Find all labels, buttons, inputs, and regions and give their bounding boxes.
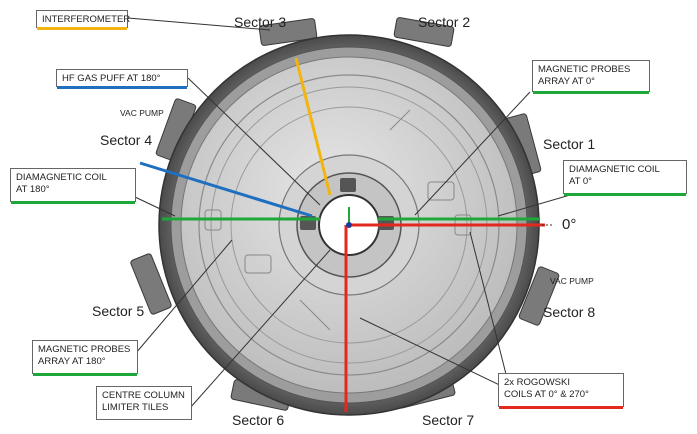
lid-details	[204, 109, 472, 331]
sector-5-label: Sector 5	[92, 303, 145, 319]
port-sector-5	[130, 253, 172, 315]
gas-puff-line	[139, 161, 313, 218]
centre-column-line2: LIMITER TILES	[102, 402, 169, 413]
gas-puff-underline	[57, 86, 187, 89]
sector-1-label: Sector 1	[543, 136, 596, 152]
diamag-0-underline	[564, 193, 686, 196]
port-sector-8	[518, 266, 560, 326]
rogowski-callout: 2x ROGOWSKI COILS AT 0° & 270°	[498, 373, 624, 409]
mag-probes-180-line2: ARRAY AT 180°	[38, 356, 106, 367]
sector-7-label: Sector 7	[422, 412, 475, 428]
diamag-180-line1: DIAMAGNETIC COIL	[16, 172, 107, 183]
leader-lines	[127, 17, 571, 409]
interferometer-underline	[37, 27, 127, 30]
diamag-0-callout: DIAMAGNETIC COIL AT 0°	[563, 160, 687, 196]
mag-probes-180-underline	[33, 373, 137, 376]
interferometer-text: INTERFEROMETER	[42, 14, 131, 25]
sector-4-label: Sector 4	[100, 132, 153, 148]
sector-6-label: Sector 6	[232, 412, 285, 428]
gas-puff-callout: HF GAS PUFF AT 180°	[56, 69, 188, 89]
diamag-180-callout: DIAMAGNETIC COIL AT 180°	[10, 168, 136, 204]
axis-origin	[346, 222, 352, 228]
centre-column-callout: CENTRE COLUMN LIMITER TILES	[96, 386, 192, 420]
mag-probes-180-line1: MAGNETIC PROBES	[38, 344, 131, 355]
mag-probes-0-line2: ARRAY AT 0°	[538, 76, 595, 87]
interferometer-line	[294, 57, 332, 196]
vac-pump-left-label: VAC PUMP	[120, 108, 164, 118]
diamag-0-line1: DIAMAGNETIC COIL	[569, 164, 660, 175]
mag-probes-0-underline	[533, 91, 649, 94]
centre-column-line1: CENTRE COLUMN	[102, 390, 185, 401]
zero-degree-label: 0°	[562, 216, 577, 233]
gas-puff-text: HF GAS PUFF AT 180°	[62, 73, 161, 84]
sector-8-label: Sector 8	[543, 304, 596, 320]
diamag-0-line2: AT 0°	[569, 176, 592, 187]
vac-pump-right-label: VAC PUMP	[550, 276, 594, 286]
rogowski-underline	[499, 406, 623, 409]
sector-3-label: Sector 3	[234, 14, 287, 30]
interferometer-callout: INTERFEROMETER	[36, 10, 131, 30]
port-sector-3	[258, 18, 318, 46]
mag-probes-0-line1: MAGNETIC PROBES	[538, 64, 631, 75]
rogowski-line2: COILS AT 0° & 270°	[504, 389, 589, 400]
rogowski-line1: 2x ROGOWSKI	[504, 377, 570, 388]
mag-probes-0-callout: MAGNETIC PROBES ARRAY AT 0°	[532, 60, 650, 94]
mag-probes-180-callout: MAGNETIC PROBES ARRAY AT 180°	[32, 340, 138, 376]
diamag-180-line2: AT 180°	[16, 184, 50, 195]
sector-2-label: Sector 2	[418, 14, 471, 30]
port-sector-2	[393, 17, 455, 47]
diamag-180-underline	[11, 201, 135, 204]
